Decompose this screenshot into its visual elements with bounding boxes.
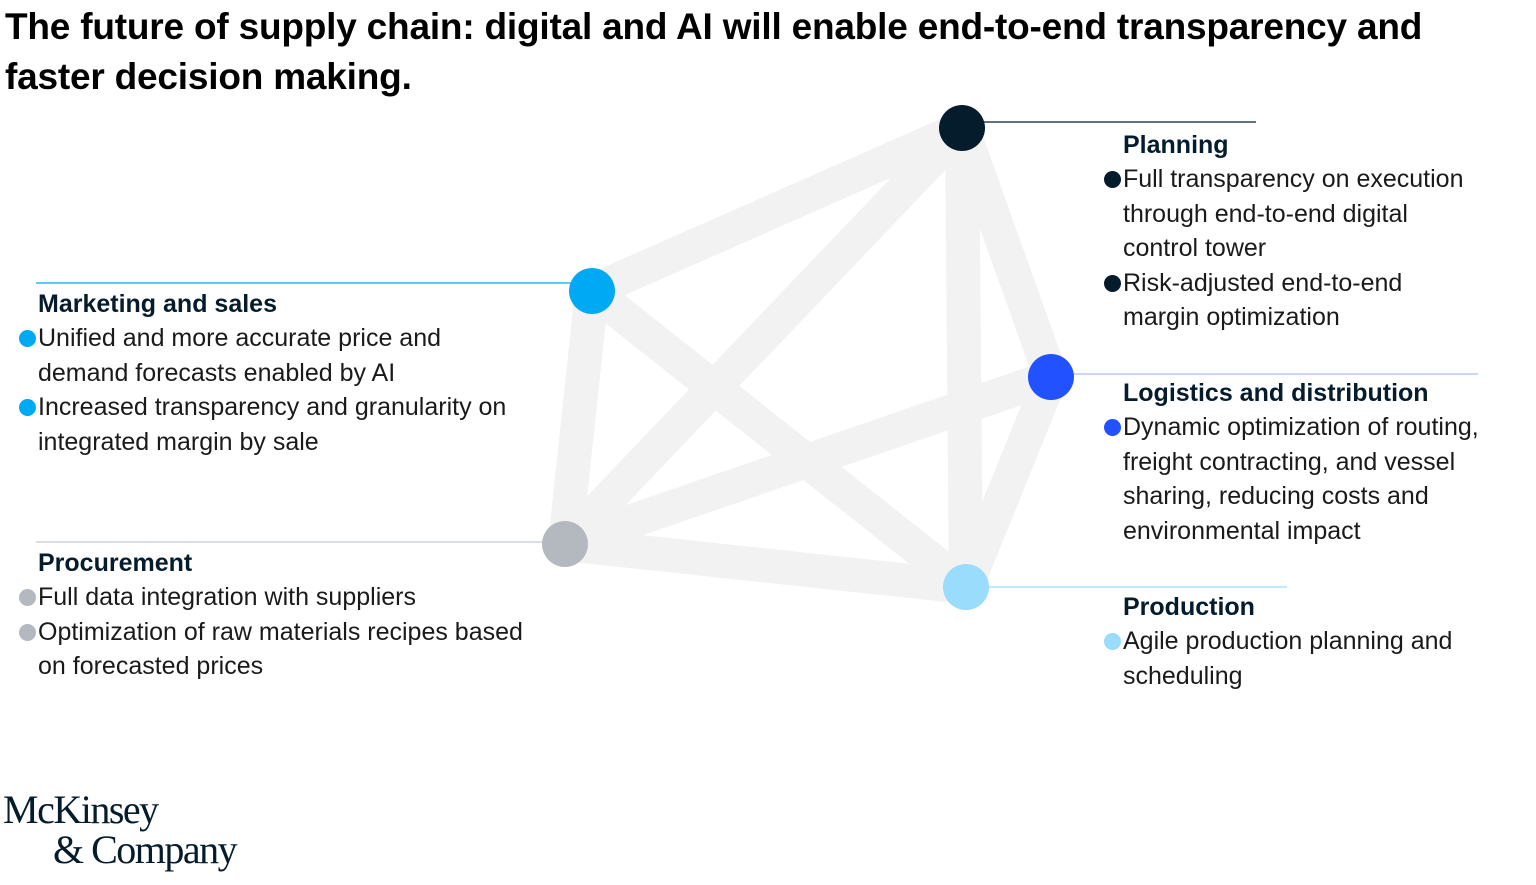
list-item-text: Full data integration with suppliers [38,583,416,611]
bullet-dot-icon [1104,419,1121,436]
list-item-text: Risk-adjusted end-to-end margin optimiza… [1123,268,1403,332]
page-title: The future of supply chain: digital and … [5,6,1423,97]
node-logistics [1028,354,1074,400]
logistics-distribution-block: Logistics and distribution Dynamic optim… [1104,376,1533,548]
production-heading: Production [1123,593,1255,621]
connection-planning-production [945,111,983,604]
procurement-block: Procurement Full data integration with s… [19,546,528,684]
production-block: Production Agile production planning and… [1104,590,1483,693]
node-marketing [569,268,615,314]
leader-lines [36,121,1478,588]
procurement-list: Full data integration with suppliers Opt… [19,580,528,684]
production-list: Agile production planning and scheduling [1104,624,1483,693]
logistics-distribution-heading: Logistics and distribution [1123,379,1429,407]
mckinsey-logo: McKinsey & Company [3,787,238,872]
logo-line-1: McKinsey [3,787,159,832]
connection-logistics-production [949,360,1068,604]
connection-marketing-procurement [548,274,609,561]
planning-heading: Planning [1123,131,1229,159]
list-item: Risk-adjusted end-to-end margin optimiza… [1104,266,1483,335]
connection-procurement-production [548,527,983,604]
list-item-text: Optimization of raw materials recipes ba… [38,617,523,681]
node-procurement [542,521,588,567]
bullet-dot-icon [19,330,36,347]
bullet-dot-icon [19,589,36,606]
connection-logistics-procurement [548,360,1068,561]
list-item: Full transparency on execution through e… [1104,162,1483,266]
list-item-text: Unified and more accurate price and dema… [38,324,442,387]
logistics-distribution-list: Dynamic optimization of routing, freight… [1104,410,1533,548]
planning-list: Full transparency on execution through e… [1104,162,1483,335]
list-item: Optimization of raw materials recipes ba… [19,615,528,684]
list-item-text: Dynamic optimization of routing, freight… [1123,413,1479,545]
bullet-dot-icon [19,399,36,416]
planning-block: Planning Full transparency on execution … [1104,128,1483,335]
node-production [943,564,989,610]
bullet-dot-icon [1104,274,1121,292]
list-item-text: Full transparency on execution through e… [1123,165,1464,262]
list-item-text: Agile production planning and scheduling [1123,627,1453,690]
marketing-sales-heading: Marketing and sales [38,290,277,318]
marketing-sales-block: Marketing and sales Unified and more acc… [19,287,518,459]
connection-marketing-production [575,274,983,604]
list-item: Dynamic optimization of routing, freight… [1104,410,1533,548]
connection-planning-procurement [548,111,979,561]
bullet-dot-icon [19,623,36,641]
bullet-dot-icon [1104,633,1121,650]
list-item-text: Increased transparency and granularity o… [38,393,507,456]
procurement-heading: Procurement [38,549,193,577]
list-item: Full data integration with suppliers [19,580,528,615]
list-item: Unified and more accurate price and dema… [19,321,518,390]
connection-planning-marketing [575,111,979,308]
network-connections [548,111,1068,604]
list-item: Increased transparency and granularity o… [19,390,518,459]
node-planning [939,105,985,151]
bullet-dot-icon [1104,171,1121,188]
marketing-sales-list: Unified and more accurate price and dema… [19,321,518,459]
logo-line-2: & Company [53,827,238,872]
list-item: Agile production planning and scheduling [1104,624,1483,693]
